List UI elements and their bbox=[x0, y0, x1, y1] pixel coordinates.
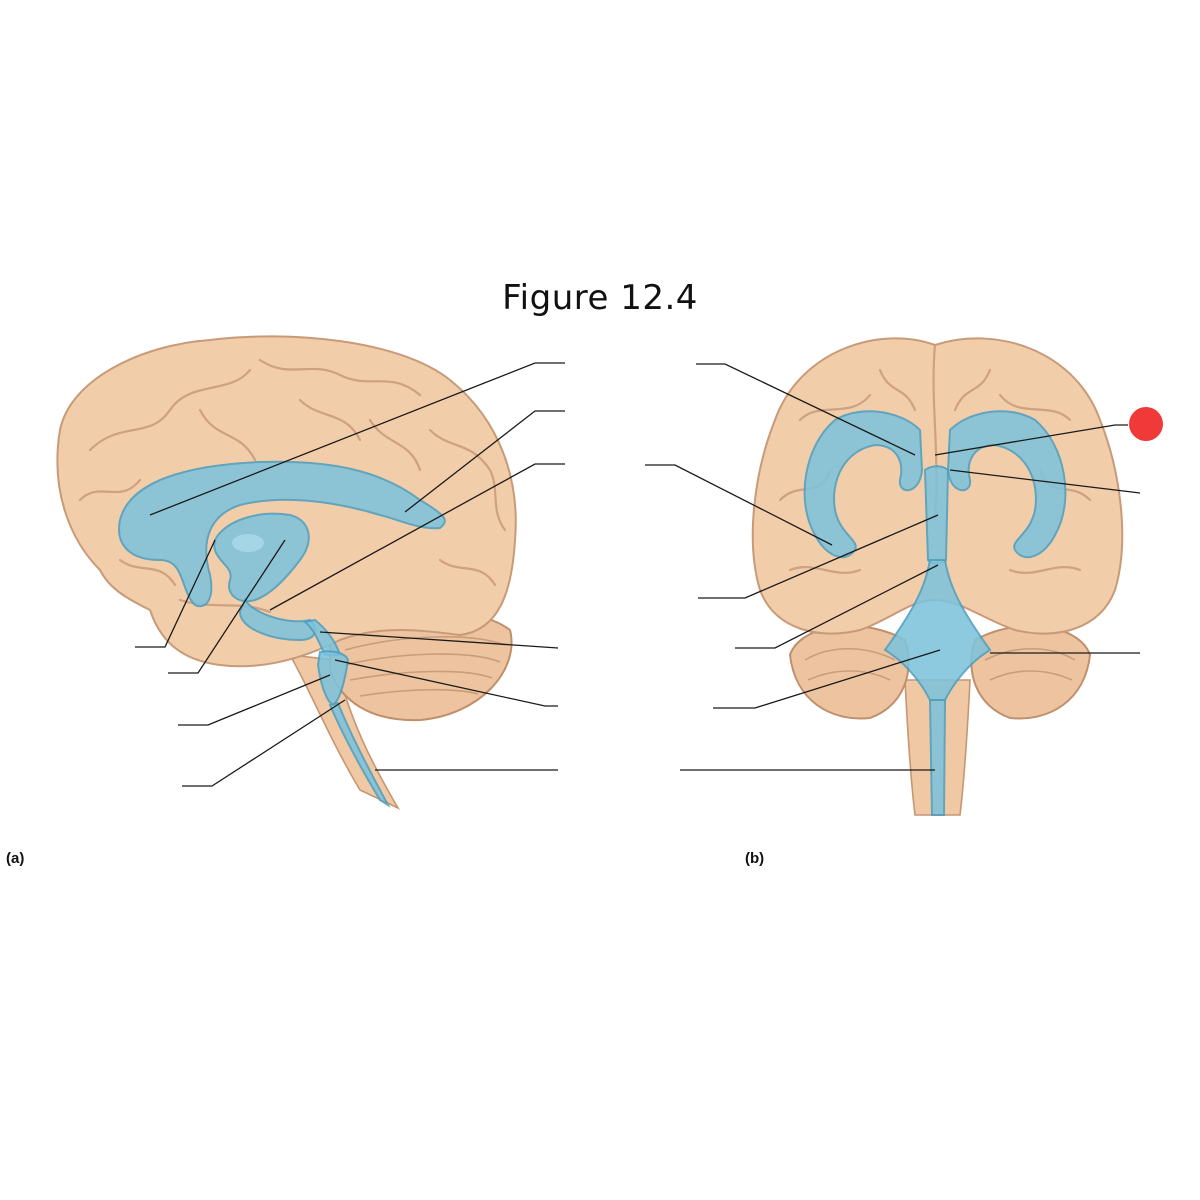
lateral-ventricle-left-b bbox=[803, 410, 924, 559]
panel-b-anterior-view bbox=[751, 337, 1124, 816]
panel-a-lateral-view bbox=[56, 335, 517, 810]
panel-a-label: (a) bbox=[6, 850, 25, 867]
leader-a-4 bbox=[135, 539, 216, 648]
fourth-ventricle-a bbox=[316, 650, 350, 707]
panel-a-leader-lines bbox=[135, 362, 565, 787]
leader-a-3 bbox=[269, 463, 565, 611]
leader-b-1 bbox=[696, 363, 916, 456]
leader-a-5 bbox=[168, 539, 286, 674]
cerebrum-a bbox=[56, 335, 517, 668]
leader-a-2 bbox=[404, 410, 565, 513]
cerebellum-right-b bbox=[970, 624, 1092, 720]
leader-a-1 bbox=[149, 362, 565, 516]
figure-title: Figure 12.4 bbox=[502, 278, 698, 318]
panel-b-leader-lines bbox=[645, 363, 1141, 771]
leader-a-6 bbox=[319, 631, 559, 649]
leader-a-9 bbox=[182, 699, 346, 787]
panel-b-label: (b) bbox=[745, 850, 765, 867]
leader-b-2 bbox=[645, 464, 833, 546]
leader-b-5 bbox=[698, 514, 939, 599]
red-dot-marker-icon[interactable] bbox=[1129, 407, 1163, 441]
cerebellum-left-b bbox=[788, 624, 910, 720]
leader-a-8 bbox=[178, 674, 331, 726]
inferior-horn-a bbox=[238, 597, 317, 642]
third-ventricle-a bbox=[213, 512, 310, 603]
leader-b-4 bbox=[949, 469, 1141, 494]
central-canal-a bbox=[328, 701, 391, 808]
leader-a-7 bbox=[334, 659, 558, 707]
leader-b-3 bbox=[934, 424, 1128, 456]
leader-b-8 bbox=[713, 649, 941, 709]
central-canal-b bbox=[928, 699, 947, 816]
leader-b-6 bbox=[735, 564, 939, 649]
